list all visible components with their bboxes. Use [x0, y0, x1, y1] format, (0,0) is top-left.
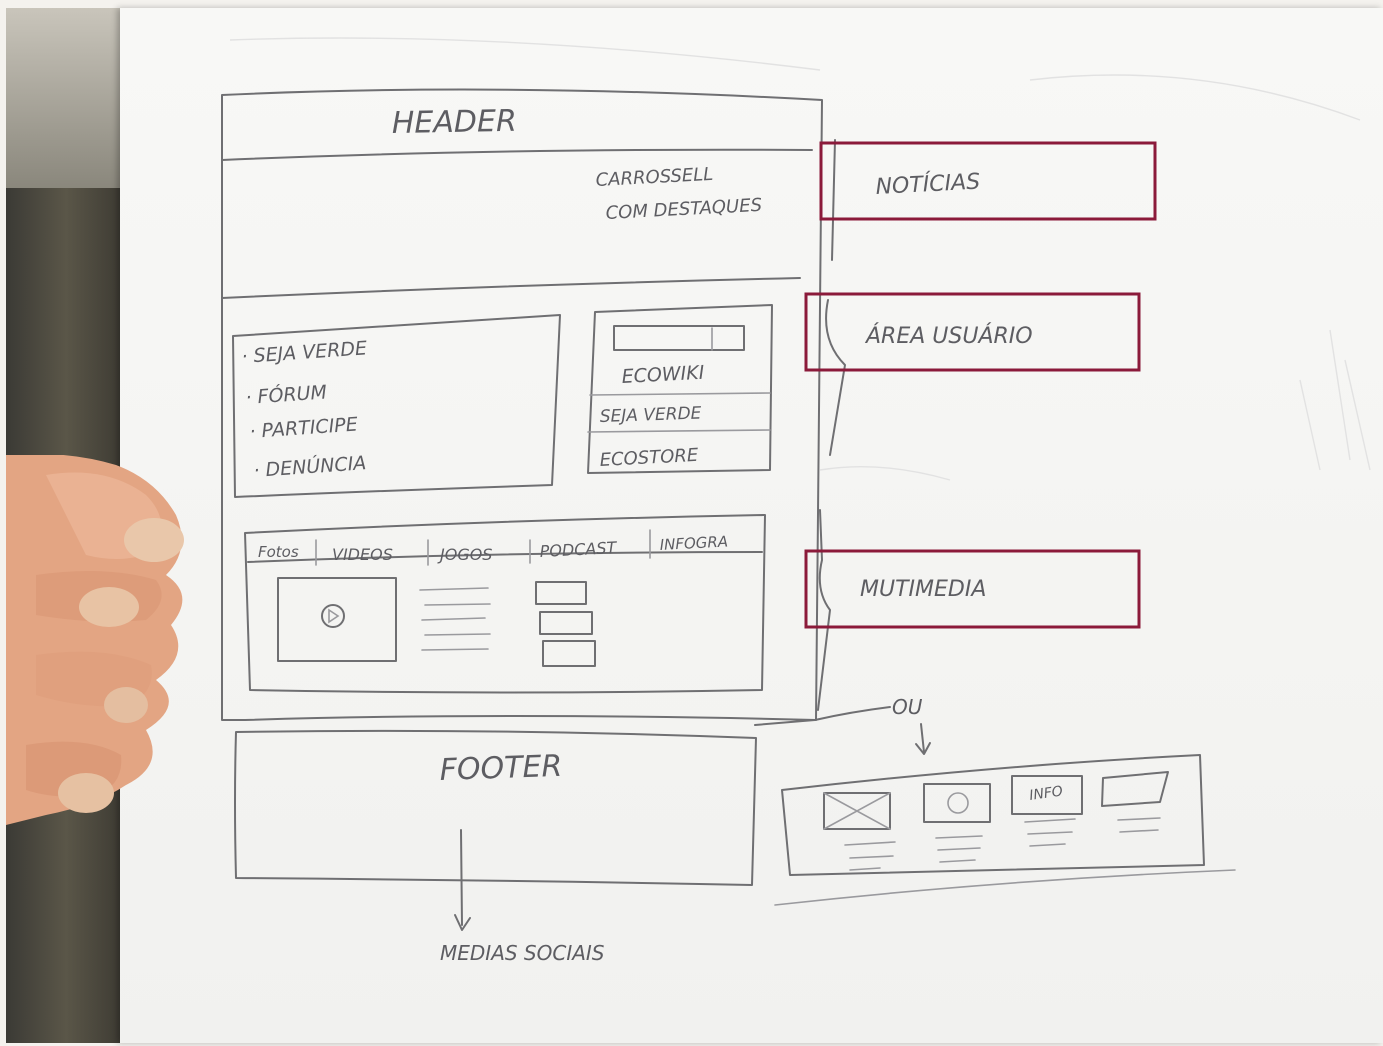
ou-label: OU — [892, 695, 923, 719]
strip-item-4 — [1101, 771, 1169, 807]
tab-fotos: Fotos — [258, 543, 299, 561]
tab-jogos: JOGOS — [437, 545, 492, 564]
ecostore-label: ECOSTORE — [599, 445, 699, 471]
page-outline — [221, 88, 823, 721]
tab-podcast: PODCAST — [539, 538, 618, 561]
annotation-area-usuario-label: ÁREA USUÁRIO — [864, 323, 1033, 349]
menu-item-participe: · PARTICIPE — [249, 413, 359, 443]
strip-image-1 — [823, 792, 891, 830]
social-media-label: MEDIAS SOCIAIS — [440, 941, 605, 965]
menu-box — [232, 314, 561, 498]
multimedia-strip — [781, 754, 1205, 876]
annotation-noticias-label: NOTÍCIAS — [875, 169, 981, 200]
footer-box — [234, 729, 757, 886]
video-placeholder — [277, 577, 397, 662]
carousel-divider — [221, 277, 801, 299]
header-label: HEADER — [392, 104, 518, 141]
nail-4 — [58, 773, 114, 813]
strip-play-icon — [947, 792, 969, 814]
user-login-field — [613, 325, 745, 351]
footer-label: FOOTER — [439, 749, 563, 788]
nail-1 — [124, 518, 184, 562]
hand-illustration — [6, 455, 184, 825]
ou-connector — [754, 706, 891, 726]
footer-arrow — [454, 829, 471, 931]
strip-info-label: INFO — [1028, 783, 1064, 804]
tab-videos: VIDEOS — [332, 545, 393, 564]
strip-video-2 — [923, 783, 991, 823]
annotation-box-noticias — [819, 141, 1157, 221]
play-icon — [321, 604, 345, 628]
nail-2 — [79, 587, 139, 627]
strip-info-3 — [1011, 775, 1083, 815]
seja-verde-label: SEJA VERDE — [599, 403, 701, 427]
background-wall — [6, 8, 126, 188]
multimedia-box — [244, 514, 766, 694]
nail-3 — [104, 687, 148, 723]
tab-infografico: INFOGRA — [659, 532, 728, 554]
menu-item-forum: · FÓRUM — [245, 379, 328, 409]
thumbnail-2 — [539, 611, 593, 635]
thumbnail-1 — [535, 581, 587, 605]
annotation-box-area-usuario — [804, 292, 1141, 372]
thumbnail-3 — [542, 640, 596, 667]
carousel-label-line1: CARROSSELL — [595, 164, 714, 191]
user-area-box — [587, 304, 773, 474]
carousel-label-line2: COM DESTAQUES — [605, 195, 762, 224]
menu-item-seja-verde: · SEJA VERDE — [241, 337, 368, 368]
sidebar-line — [817, 139, 846, 711]
annotation-box-multimedia — [804, 549, 1141, 629]
header-divider — [221, 148, 813, 161]
tab-divider — [247, 551, 763, 563]
ecowiki-label: ECOWIKI — [621, 362, 705, 388]
ou-arrow — [915, 723, 931, 755]
annotation-multimedia-label: MUTIMEDIA — [860, 577, 986, 602]
menu-item-denuncia: · DENÚNCIA — [253, 450, 367, 482]
